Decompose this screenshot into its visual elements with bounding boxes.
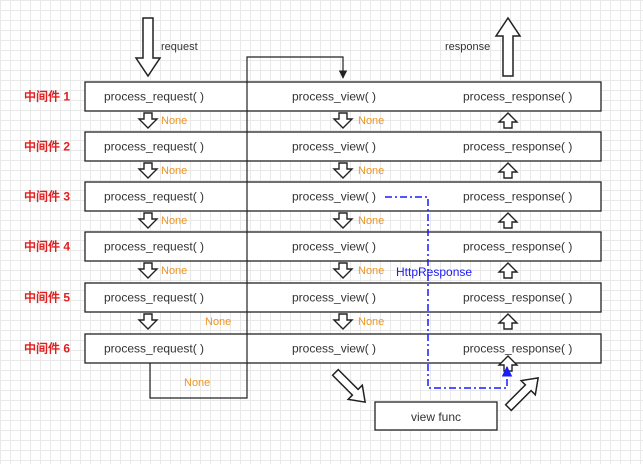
process-response-label: process_response( ) — [463, 140, 572, 154]
middleware-row-box — [84, 282, 602, 313]
process-response-label: process_response( ) — [463, 240, 572, 254]
process-request-label: process_request( ) — [104, 90, 204, 104]
view-down-arrow — [332, 112, 354, 129]
view-func-box — [374, 401, 498, 431]
process-request-label: process_request( ) — [104, 240, 204, 254]
process-view-label: process_view( ) — [292, 240, 376, 254]
middleware-label: 中间件 1 — [24, 89, 70, 104]
middleware-row-box — [84, 81, 602, 112]
process-view-label: process_view( ) — [292, 342, 376, 356]
process-view-label: process_view( ) — [292, 140, 376, 154]
middleware-label: 中间件 5 — [24, 290, 70, 305]
response-up-arrow — [497, 212, 519, 229]
response-up-arrow — [497, 262, 519, 279]
none-label: None — [358, 165, 384, 177]
none-label: None — [358, 265, 384, 277]
middleware-rows: 中间件 1 process_request( ) process_view( ) pr… — [24, 81, 602, 372]
request-down-arrow — [137, 212, 159, 229]
response-label: response — [445, 41, 490, 53]
view-down-arrow — [332, 162, 354, 179]
response-up-arrow — [497, 162, 519, 179]
middleware-row-box — [84, 333, 602, 364]
view-down-arrow — [332, 212, 354, 229]
middleware-row-box — [84, 181, 602, 212]
view-func-label: view func — [411, 410, 461, 424]
none-label: None — [358, 115, 384, 127]
none-label: None — [358, 215, 384, 227]
middleware-row-box — [84, 131, 602, 162]
none-label: None — [161, 215, 187, 227]
request-down-arrow — [137, 313, 159, 330]
process-view-label: process_view( ) — [292, 190, 376, 204]
process-request-label: process_request( ) — [104, 140, 204, 154]
process-response-label: process_response( ) — [463, 190, 572, 204]
none-label: None — [161, 165, 187, 177]
none-label: None — [205, 316, 231, 328]
request-down-arrow — [137, 262, 159, 279]
process-view-label: process_view( ) — [292, 291, 376, 305]
middleware-label: 中间件 3 — [24, 189, 70, 204]
response-up-arrow — [497, 313, 519, 330]
middleware-label: 中间件 6 — [24, 341, 70, 356]
process-response-label: process_response( ) — [463, 342, 572, 356]
process-request-label: process_request( ) — [104, 342, 204, 356]
request-arrow — [134, 17, 162, 78]
bottom-none-label: None — [184, 377, 210, 389]
none-label: None — [161, 265, 187, 277]
process-request-label: process_request( ) — [104, 190, 204, 204]
process-response-label: process_response( ) — [463, 291, 572, 305]
http-response-label: HttpResponse — [396, 265, 472, 279]
response-arrow — [494, 16, 522, 77]
view-down-arrow — [332, 313, 354, 330]
request-down-arrow — [137, 112, 159, 129]
process-request-label: process_request( ) — [104, 291, 204, 305]
view-down-arrow — [332, 262, 354, 279]
process-response-label: process_response( ) — [463, 90, 572, 104]
middleware-label: 中间件 4 — [24, 239, 70, 254]
to-view-func-arrow — [331, 368, 367, 404]
middleware-label: 中间件 2 — [24, 139, 70, 154]
response-up-arrow — [497, 112, 519, 129]
http-response-path — [385, 196, 513, 389]
request-label: request — [161, 41, 198, 53]
middleware-row-box — [84, 231, 602, 262]
from-view-func-arrow — [504, 376, 540, 412]
none-label: None — [358, 316, 384, 328]
request-down-arrow — [137, 162, 159, 179]
none-label: None — [161, 115, 187, 127]
request-to-view-connector — [246, 56, 348, 82]
process-view-label: process_view( ) — [292, 90, 376, 104]
